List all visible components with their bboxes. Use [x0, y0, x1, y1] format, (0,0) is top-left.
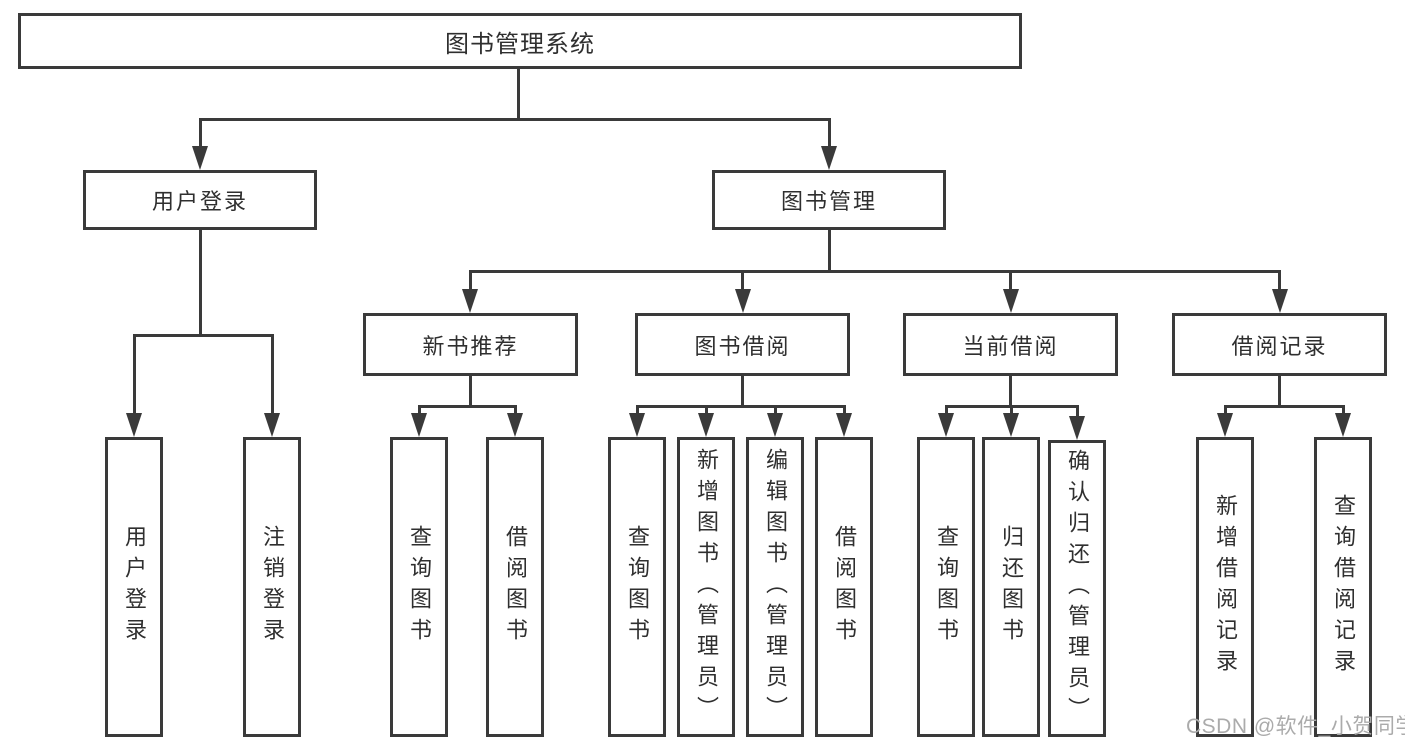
node-label: 查询图书 [934, 525, 959, 649]
node-leaf-query-borrow-record: 查询借阅记录 [1314, 437, 1372, 737]
connector-arrowhead [192, 146, 208, 170]
connector-line [773, 405, 777, 416]
node-label: 查询图书 [407, 525, 432, 649]
connector-line [1009, 270, 1012, 292]
node-label: 图书管理系统 [445, 30, 595, 58]
connector-arrowhead [836, 413, 852, 437]
connector-line [827, 230, 831, 273]
connector-line [704, 405, 708, 416]
connector-arrowhead [411, 413, 427, 437]
connector-line [516, 69, 520, 121]
connector-line [469, 376, 472, 408]
connector-line [132, 334, 136, 416]
node-leaf-query-books-recommend: 查询图书 [390, 437, 448, 737]
connector-line [1278, 270, 1281, 292]
node-leaf-add-borrow-record: 新增借阅记录 [1196, 437, 1254, 737]
connector-arrowhead [767, 413, 783, 437]
node-label: 当前借阅 [962, 333, 1059, 359]
connector-line [741, 376, 744, 408]
connector-arrowhead [507, 413, 523, 437]
connector-arrowhead [1002, 289, 1019, 313]
node-leaf-query-books-current: 查询图书 [917, 437, 975, 737]
connector-arrowhead [1217, 413, 1233, 437]
connector-line [198, 118, 831, 121]
connector-arrowhead [821, 146, 837, 170]
node-book-borrowing: 图书借阅 [635, 313, 850, 376]
connector-line [1009, 405, 1013, 416]
node-label: 用户登录 [122, 525, 147, 649]
connector-line [468, 270, 472, 292]
node-user-login: 用户登录 [83, 170, 317, 230]
connector-line [1009, 376, 1012, 408]
node-leaf-add-books-admin: 新增图书（管理员） [677, 437, 735, 737]
node-leaf-return-books: 归还图书 [982, 437, 1040, 737]
connector-line [635, 405, 846, 408]
node-leaf-confirm-return-admin: 确认归还（管理员） [1048, 440, 1106, 737]
node-label: 图书管理 [780, 189, 877, 214]
connector-line [513, 405, 517, 416]
node-label: 编辑图书（管理员） [763, 447, 788, 727]
connector-line [1223, 405, 1227, 416]
node-new-book-recommendation: 新书推荐 [363, 313, 578, 376]
node-label: 新增图书（管理员） [694, 447, 719, 727]
connector-line [417, 405, 517, 408]
connector-arrowhead [1335, 413, 1351, 437]
node-label: 用户登录 [151, 189, 248, 214]
node-label: 查询图书 [625, 525, 650, 649]
node-root-library-system: 图书管理系统 [18, 13, 1022, 69]
connector-line [198, 118, 202, 149]
connector-line [1075, 405, 1079, 419]
connector-line [270, 334, 274, 416]
node-label: 查询借阅记录 [1331, 494, 1356, 680]
connector-arrowhead [1003, 413, 1019, 437]
connector-arrowhead [1069, 416, 1085, 440]
connector-arrowhead [629, 413, 645, 437]
node-leaf-user-login: 用户登录 [105, 437, 163, 737]
csdn-watermark: CSDN @软件_小贺同学 [1186, 715, 1405, 738]
connector-line [842, 405, 846, 416]
connector-line [635, 405, 639, 416]
connector-line [741, 270, 744, 292]
node-label: 图书借阅 [694, 333, 791, 359]
connector-arrowhead [1271, 289, 1288, 313]
connector-line [1341, 405, 1345, 416]
connector-line [827, 118, 831, 149]
node-label: 新书推荐 [422, 333, 519, 359]
connector-arrowhead [126, 413, 142, 437]
node-label: 注销登录 [260, 525, 285, 649]
node-label: 确认归还（管理员） [1065, 449, 1090, 728]
connector-line [944, 405, 948, 416]
node-leaf-borrow-books-borrowing: 借阅图书 [815, 437, 873, 737]
connector-line [1223, 405, 1345, 408]
node-label: 借阅记录 [1231, 333, 1328, 359]
node-leaf-edit-books-admin: 编辑图书（管理员） [746, 437, 804, 737]
node-borrowing-records: 借阅记录 [1172, 313, 1387, 376]
connector-arrowhead [264, 413, 280, 437]
node-current-borrowing: 当前借阅 [903, 313, 1118, 376]
node-leaf-logout-login: 注销登录 [243, 437, 301, 737]
node-book-management: 图书管理 [712, 170, 946, 230]
connector-line [198, 230, 202, 337]
connector-line [468, 270, 1281, 273]
connector-line [1278, 376, 1281, 408]
node-leaf-query-books-borrowing: 查询图书 [608, 437, 666, 737]
node-label: 新增借阅记录 [1213, 494, 1238, 680]
node-leaf-borrow-books-recommend: 借阅图书 [486, 437, 544, 737]
connector-arrowhead [734, 289, 751, 313]
connector-line [132, 334, 274, 337]
connector-line [417, 405, 421, 416]
node-label: 借阅图书 [832, 525, 857, 649]
connector-arrowhead [698, 413, 714, 437]
connector-arrowhead [462, 289, 478, 313]
node-label: 归还图书 [999, 525, 1024, 649]
node-label: 借阅图书 [503, 525, 528, 649]
connector-arrowhead [938, 413, 954, 437]
